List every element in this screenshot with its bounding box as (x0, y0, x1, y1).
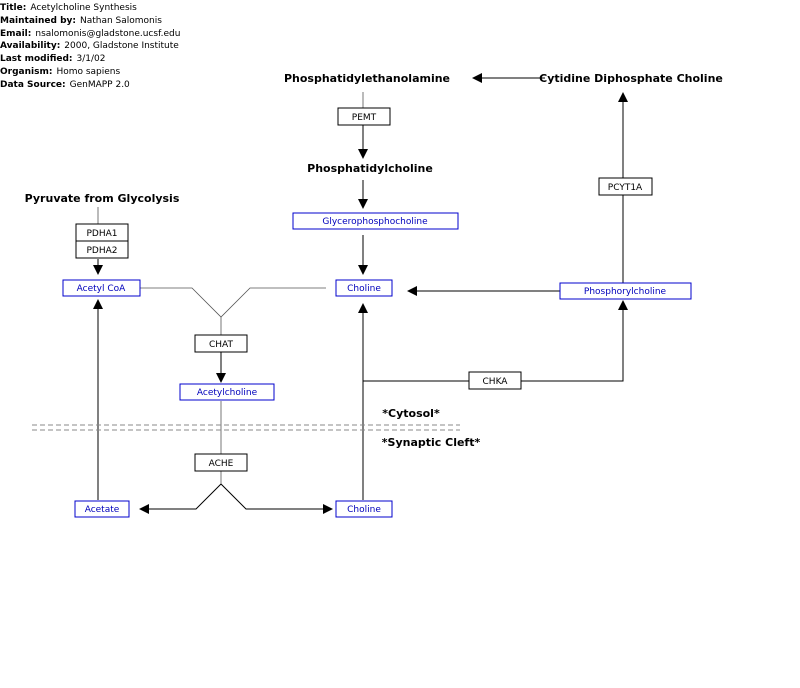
metabolite-glycerophosphocholine[interactable]: Glycerophosphocholine (292, 212, 459, 230)
metabolite-acetylcholine[interactable]: Acetylcholine (179, 383, 275, 401)
edge-ache-to-acetate (139, 483, 222, 514)
metabolite-choline-top[interactable]: Choline (335, 279, 393, 297)
gene-ache-label: ACHE (209, 459, 234, 469)
label-phosphatidylcholine: Phosphatidylcholine (307, 162, 433, 175)
edge-chat-merge (140, 287, 326, 318)
gene-pdha2-label: PDHA2 (86, 246, 117, 256)
metabolite-acetylcholine-label: Acetylcholine (197, 388, 258, 398)
label-phosphatidylethanolamine: Phosphatidylethanolamine (284, 72, 450, 85)
metabolite-acetate[interactable]: Acetate (74, 500, 130, 518)
metabolite-phosphorylcholine-label: Phosphorylcholine (584, 287, 667, 297)
metabolite-glycerophosphocholine-label: Glycerophosphocholine (322, 217, 428, 227)
metabolite-acetyl-coa-label: Acetyl CoA (77, 284, 126, 294)
info-email: Email:nsalomonis@gladstone.ucsf.edu (0, 28, 181, 39)
gene-chat-label: CHAT (209, 340, 234, 350)
gene-pdha1[interactable]: PDHA1 (75, 223, 129, 242)
info-title: Title:Acetylcholine Synthesis (0, 3, 137, 13)
edge-ache-to-choline (220, 483, 333, 514)
metabolite-choline-bottom[interactable]: Choline (335, 500, 393, 518)
info-maintainer: Maintained by:Nathan Salomonis (0, 15, 162, 26)
gene-pcyt1a-label: PCYT1A (608, 183, 643, 193)
gene-ache[interactable]: ACHE (194, 453, 248, 472)
metabolite-choline-bottom-label: Choline (347, 505, 381, 515)
metabolite-choline-top-label: Choline (347, 284, 381, 294)
info-data-source: Data Source:GenMAPP 2.0 (0, 79, 130, 90)
gene-chka[interactable]: CHKA (468, 371, 522, 390)
gene-pemt-label: PEMT (352, 113, 377, 123)
info-last-modified: Last modified:3/1/02 (0, 54, 106, 65)
metabolite-acetate-label: Acetate (85, 505, 120, 515)
label-cytosol: *Cytosol* (382, 407, 440, 420)
gene-chat[interactable]: CHAT (194, 334, 248, 353)
info-organism: Organism:Homo sapiens (0, 66, 121, 77)
label-pyruvate: Pyruvate from Glycolysis (25, 192, 180, 205)
label-synaptic-cleft: *Synaptic Cleft* (382, 436, 481, 449)
metabolite-acetyl-coa[interactable]: Acetyl CoA (62, 279, 141, 297)
pathway-info: Title:Acetylcholine Synthesis Maintained… (0, 2, 181, 92)
info-availability: Availability:2000, Gladstone Institute (0, 41, 179, 52)
gene-pdha1-label: PDHA1 (86, 229, 117, 239)
gene-pdha2[interactable]: PDHA2 (75, 240, 129, 259)
label-cdp-choline: Cytidine Diphosphate Choline (539, 72, 723, 85)
gene-pemt[interactable]: PEMT (337, 107, 391, 126)
edge-chka-to-phosphorylcholine (521, 300, 628, 382)
gene-chka-label: CHKA (483, 377, 509, 387)
gene-pcyt1a[interactable]: PCYT1A (598, 177, 653, 196)
metabolite-phosphorylcholine[interactable]: Phosphorylcholine (559, 282, 692, 300)
